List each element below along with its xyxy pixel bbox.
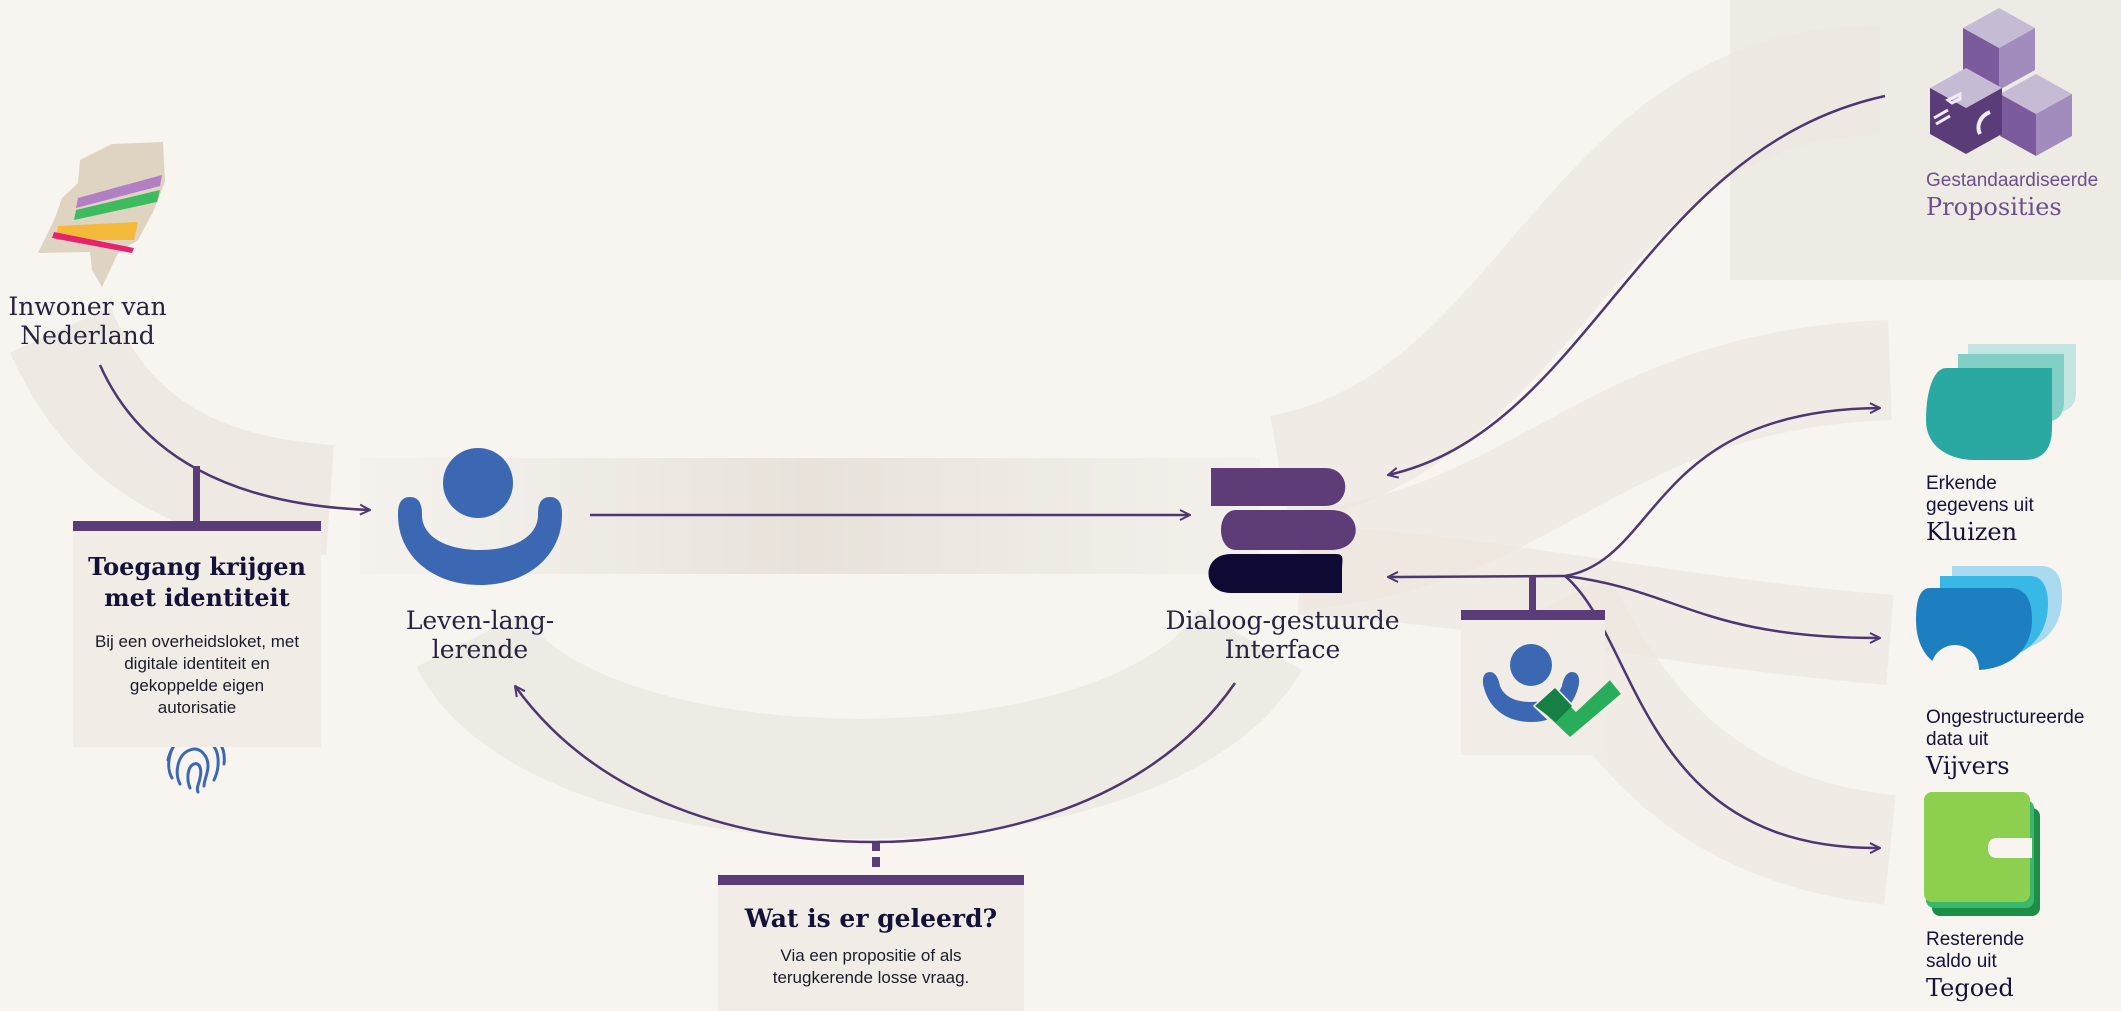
card-geleerd-desc-line1: Via een propositie of als bbox=[780, 946, 962, 965]
label-inwoner: Inwoner van Nederland bbox=[0, 292, 175, 350]
label-dialoog: Dialoog-gestuurde Interface bbox=[1150, 606, 1415, 664]
cubes-icon bbox=[1930, 8, 2072, 156]
pond-icon bbox=[1916, 566, 2062, 693]
resource-tegoed-small-2: saldo uit bbox=[1926, 951, 1997, 972]
band-to-proposities bbox=[1268, 25, 1882, 525]
card-toegang-desc-line2: digitale identiteit en bbox=[124, 654, 270, 673]
connector-geleerd-2 bbox=[872, 857, 880, 867]
resource-proposities-small: Gestandaardiseerde bbox=[1926, 170, 2099, 191]
card-toegang-desc-line4: autorisatie bbox=[157, 698, 237, 717]
person-icon bbox=[398, 448, 562, 585]
resource-proposities-big: Proposities bbox=[1926, 193, 2062, 221]
card-toegang-bar bbox=[73, 521, 321, 531]
card-toegang-title-line1: Toegang krijgen bbox=[88, 552, 306, 581]
connector-hub bbox=[1529, 576, 1536, 611]
card-toegang-desc-line3: gekoppelde eigen bbox=[129, 676, 265, 695]
label-leven: Leven-lang- lerende bbox=[385, 606, 575, 664]
card-toegang-title: Toegang krijgen met identiteit bbox=[73, 551, 321, 613]
label-leven-line1: Leven-lang- bbox=[405, 606, 555, 635]
credit-icon bbox=[1924, 792, 2040, 916]
card-geleerd-desc-line2: terugkerende losse vraag. bbox=[772, 968, 970, 987]
connector-toegang bbox=[193, 466, 200, 526]
arrow-hub-to-kluizen bbox=[1564, 408, 1880, 578]
person-check-icon bbox=[1482, 644, 1626, 742]
resource-kluizen-small-1: Erkende bbox=[1926, 473, 1997, 494]
label-dialoog-line2: Interface bbox=[1224, 635, 1341, 664]
resource-vijvers-small-1: Ongestructureerde bbox=[1926, 707, 2085, 728]
vault-icon bbox=[1926, 344, 2076, 460]
resource-kluizen-small-2: gegevens uit bbox=[1926, 495, 2034, 516]
resource-vijvers-big: Vijvers bbox=[1926, 752, 2010, 780]
card-toegang-title-line2: met identiteit bbox=[104, 583, 290, 612]
background-bands bbox=[9, 0, 2121, 905]
card-geleerd-bar bbox=[718, 875, 1024, 885]
label-inwoner-line1: Inwoner van bbox=[8, 292, 167, 321]
connector-geleerd-1 bbox=[872, 843, 880, 851]
arrow-hub-to-dialoog bbox=[1388, 576, 1566, 577]
label-dialoog-line1: Dialoog-gestuurde bbox=[1165, 606, 1400, 635]
card-toegang-desc-line1: Bij een overheidsloket, met bbox=[94, 632, 300, 651]
card-toegang-desc: Bij een overheidsloket, met digitale ide… bbox=[73, 631, 321, 719]
netherlands-map-icon bbox=[38, 142, 165, 287]
arrow-hub-to-vijvers bbox=[1564, 574, 1880, 638]
stack-icon bbox=[1208, 468, 1356, 593]
arrow-proposities-to-dialoog bbox=[1388, 94, 1886, 475]
card-geleerd: Wat is er geleerd? Via een propositie of… bbox=[718, 875, 1024, 1011]
arrow-dialoog-to-leven bbox=[515, 682, 1237, 844]
resource-kluizen-big: Kluizen bbox=[1926, 518, 2018, 546]
resource-tegoed-small-1: Resterende bbox=[1926, 929, 2025, 950]
resource-vijvers-small-2: data uit bbox=[1926, 729, 1989, 750]
label-leven-line2: lerende bbox=[431, 635, 529, 664]
card-geleerd-title: Wat is er geleerd? bbox=[744, 904, 998, 933]
label-inwoner-line2: Nederland bbox=[20, 321, 155, 350]
resource-tegoed-big: Tegoed bbox=[1926, 974, 2014, 1002]
card-toegang: Toegang krijgen met identiteit Bij een o… bbox=[73, 521, 321, 747]
hub-card-bar bbox=[1461, 610, 1605, 620]
band-bottom-curve bbox=[416, 606, 1302, 839]
card-geleerd-desc: Via een propositie of als terugkerende l… bbox=[718, 945, 1024, 989]
band-left-curve bbox=[9, 306, 335, 555]
